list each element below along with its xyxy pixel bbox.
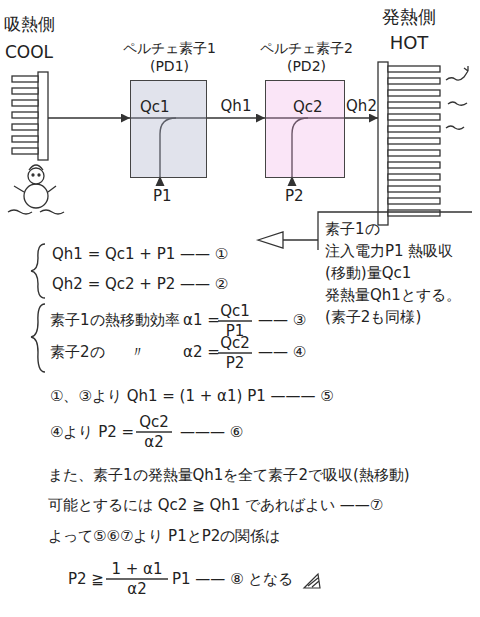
snowman-head [28, 168, 44, 184]
equation-number: —— ③ [258, 312, 306, 329]
heat-waves [446, 66, 468, 129]
fraction-denominator: α2 [106, 581, 168, 598]
heat-sink-fin [388, 90, 440, 96]
fraction-bar [106, 578, 168, 579]
snowman-body [24, 184, 48, 208]
wave [464, 66, 468, 71]
explanation-text: よって⑤⑥⑦より P1とP2の関係は [48, 528, 280, 545]
heat-sink-fin [388, 102, 440, 108]
quantity-label: Qc1 [140, 99, 170, 116]
curly-brace [31, 244, 45, 298]
equation: ④より P2 = [50, 424, 134, 441]
equation-number: —— ④ [258, 344, 306, 361]
braces [31, 244, 45, 372]
peltier-element: ペルチェ素子2 (PD2)Qc2 [265, 80, 345, 178]
heat-sink-fin [12, 100, 38, 106]
fraction-bar [218, 320, 252, 321]
heat-sink-fin [388, 186, 440, 192]
heat-sink-fin [12, 76, 38, 82]
node-heading: ペルチェ素子1 (PD1) [114, 39, 225, 75]
heat-flow-arrow [48, 117, 130, 118]
heat-sink-fin [388, 114, 440, 120]
heat-sink-fin [388, 210, 440, 216]
equation-number: ——— ⑥ [180, 424, 243, 441]
wave [446, 71, 468, 80]
end-mark [304, 574, 320, 588]
equation: P2 ≧ [68, 571, 104, 588]
ditto-mark: 〃 [130, 344, 145, 361]
equation-symbol: α1 = [183, 312, 220, 329]
heat-sink-fin [388, 78, 440, 84]
equation-symbol: α2 = [183, 344, 220, 361]
peltier-element: ペルチェ素子1 (PD1)Qc1 [130, 80, 207, 178]
heat-sink-fin [12, 136, 38, 142]
heat-flow-arrow [207, 117, 265, 118]
callout-note: 素子1の 注入電力P1 熱吸収(移動)量Qc1 発熱量Qh1とする。 (素子2も… [325, 218, 459, 330]
equation: ①、③より Qh1 = (1 + α1) P1 ——— ⑤ [50, 388, 334, 405]
heat-sink-fin [12, 88, 38, 94]
heat-sink-spine [38, 72, 48, 160]
wave [448, 102, 467, 105]
heat-sink-fin [388, 126, 440, 132]
equation: P1 —— ⑧ となる [172, 571, 293, 588]
heat-sink-fin [388, 66, 440, 72]
heat-sink-fin [12, 112, 38, 118]
equation-text: 素子2の [50, 344, 105, 361]
node-label: 発熱側 HOT [373, 4, 445, 56]
heat-sink-fin [12, 124, 38, 130]
fraction-bar [136, 431, 172, 432]
edge-label: Qh2 [346, 98, 377, 115]
wave [446, 126, 464, 129]
snowman-eye [32, 174, 34, 176]
heat-sink-fins [12, 62, 440, 225]
heat-sink-fin [388, 198, 440, 204]
explanation-text: また、素子1の発熱量Qh1を全て素子2で吸収(熱移動)可能とするには Qc2 ≧… [48, 460, 472, 520]
heat-sink-fin [12, 148, 38, 154]
scribble-triangle [304, 574, 320, 588]
power-label: P1 [153, 188, 172, 205]
fraction-denominator: α2 [136, 434, 172, 451]
fraction-numerator: Qc2 [136, 414, 172, 431]
edge-label: Qh1 [221, 98, 252, 115]
snowman-hat [29, 165, 43, 170]
snowman-eye [38, 174, 40, 176]
fraction-bar [218, 352, 252, 353]
snowman-arm [14, 186, 56, 192]
heat-sink-fin [388, 138, 440, 144]
snowman [8, 165, 64, 214]
node-label: 吸熱側 COOL [0, 10, 60, 66]
snow-ground [8, 210, 64, 214]
fraction-numerator: Qc2 [218, 335, 252, 352]
power-label: P2 [285, 188, 304, 205]
heat-sink: 吸熱側 COOL [10, 72, 48, 160]
quantity-label: Qc2 [293, 99, 323, 116]
node-label: 素子1の 注入電力P1 熱吸収(移動)量Qc1 発熱量Qh1とする。 (素子2も… [325, 218, 459, 328]
equation: Qh2 = Qc2 + P2 —— ② [52, 276, 228, 293]
curly-brace [31, 304, 45, 372]
callout-arrow-line [283, 239, 318, 240]
fraction-numerator: Qc1 [218, 303, 252, 320]
heat-flow-arrow [345, 117, 378, 118]
heat-sink: 発熱側 HOT [378, 62, 440, 225]
equation: Qh1 = Qc1 + P1 —— ① [52, 246, 228, 263]
heat-sink-fin [388, 150, 440, 156]
fraction-denominator: P2 [218, 355, 252, 372]
callout-arrowhead [258, 232, 283, 248]
heat-sink-fin [388, 162, 440, 168]
equation-text: 素子1の熱移動効率 [50, 312, 180, 329]
heat-sink-fin [388, 174, 440, 180]
node-heading: ペルチェ素子2 (PD2) [251, 39, 362, 75]
fraction-numerator: 1 + α1 [106, 561, 168, 578]
heat-sink-spine [378, 62, 388, 225]
